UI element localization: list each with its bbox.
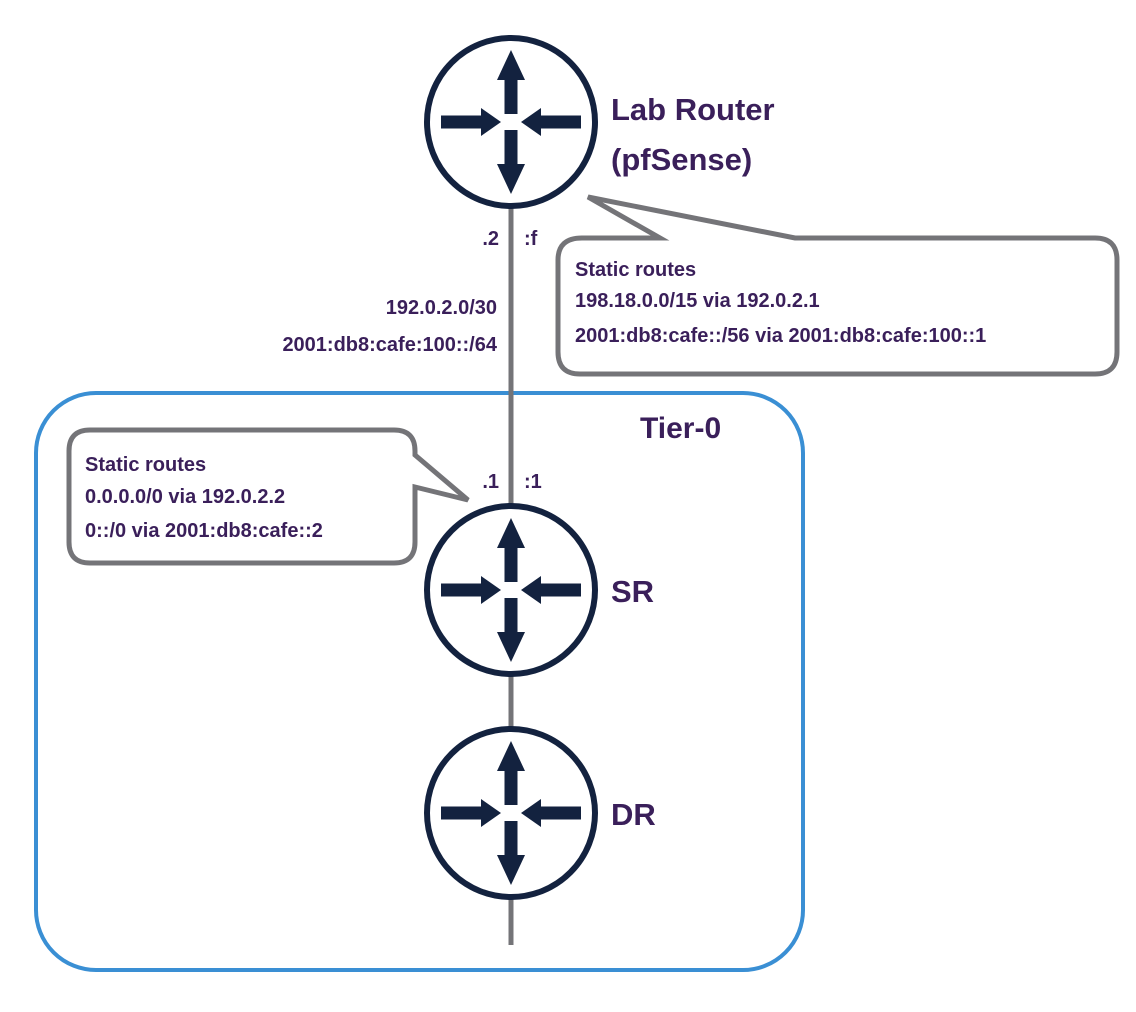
dr-node[interactable] (427, 729, 595, 897)
callout-route: 198.18.0.0/15 via 192.0.2.1 (575, 290, 820, 312)
sr-label: SR (611, 574, 654, 609)
lab-router-if-v4: .2 (482, 228, 499, 250)
router-icon (427, 729, 595, 897)
dr-label: DR (611, 797, 656, 832)
callout-route: 2001:db8:cafe::/56 via 2001:db8:cafe:100… (575, 325, 986, 347)
callout-title: Static routes (85, 454, 206, 476)
callout-bubble (66, 427, 470, 566)
sr-if-v6: :1 (524, 471, 542, 493)
sr-static-routes-callout: Static routes 0.0.0.0/0 via 192.0.2.2 0:… (66, 427, 470, 566)
lab-router-title: Lab Router (611, 92, 775, 127)
tier0-zone-border (34, 391, 805, 972)
lab-router-if-v6: :f (524, 228, 538, 250)
lab-router-node[interactable] (427, 38, 595, 206)
callout-route: 0::/0 via 2001:db8:cafe::2 (85, 520, 323, 542)
lab-router-static-routes-callout: Static routes 198.18.0.0/15 via 192.0.2.… (555, 194, 1120, 377)
callout-title: Static routes (575, 259, 696, 281)
router-icon (427, 38, 595, 206)
callout-bubble (555, 194, 1120, 377)
network-v6-label: 2001:db8:cafe:100::/64 (282, 334, 497, 356)
sr-if-v4: .1 (482, 471, 499, 493)
network-v4-label: 192.0.2.0/30 (386, 297, 497, 319)
tier0-zone-label: Tier-0 (640, 412, 721, 445)
lab-router-subtitle: (pfSense) (611, 142, 752, 177)
sr-node[interactable] (427, 506, 595, 674)
callout-route: 0.0.0.0/0 via 192.0.2.2 (85, 486, 285, 508)
router-icon (427, 506, 595, 674)
